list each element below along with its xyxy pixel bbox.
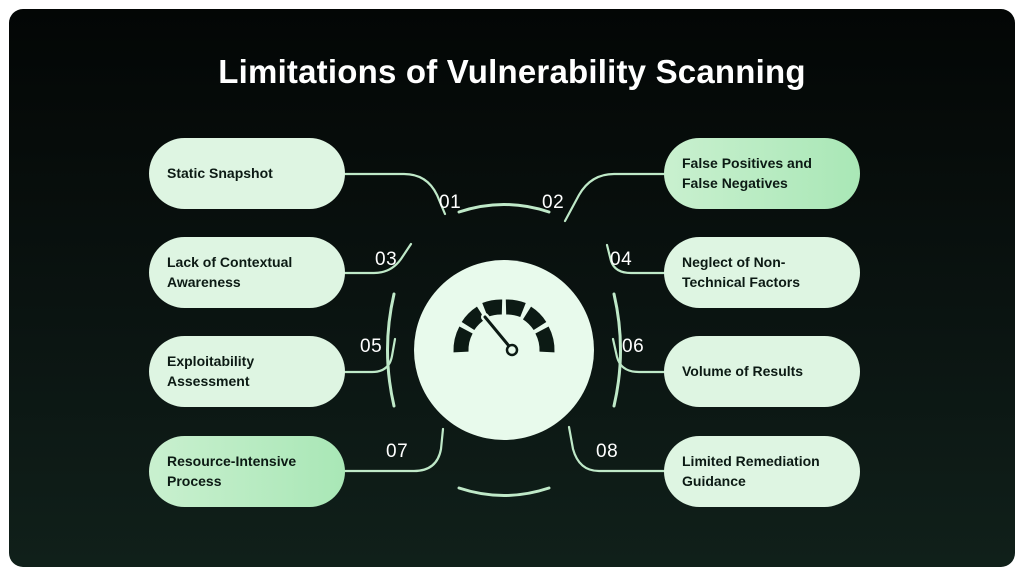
connector-01 xyxy=(343,172,447,216)
connector-lines xyxy=(343,172,666,497)
number-08: 08 xyxy=(596,441,619,462)
card-resource-intensive-process: Resource-Intensive Process xyxy=(149,436,345,507)
card-static-snapshot: Static Snapshot xyxy=(149,138,345,209)
number-02: 02 xyxy=(542,192,565,213)
gauge-ring-arcs xyxy=(386,203,622,497)
number-04: 04 xyxy=(610,249,633,270)
card-label: Lack of Contextual Awareness xyxy=(167,253,293,290)
card-volume-of-results: Volume of Results xyxy=(664,336,860,407)
connector-06 xyxy=(611,337,666,374)
ring-arc-bottom xyxy=(457,486,551,497)
connector-04 xyxy=(605,243,666,275)
card-neglect-non-technical-factors: Neglect of Non- Technical Factors xyxy=(664,237,860,308)
ring-arc-right xyxy=(612,292,622,408)
connector-05 xyxy=(343,337,397,374)
card-label: Static Snapshot xyxy=(167,164,273,181)
card-limited-remediation-guidance: Limited Remediation Guidance xyxy=(664,436,860,507)
card-false-positives-negatives: False Positives and False Negatives xyxy=(664,138,860,209)
connector-02 xyxy=(563,172,666,223)
connector-07 xyxy=(343,427,445,473)
connector-03 xyxy=(343,242,413,275)
number-07: 07 xyxy=(386,441,409,462)
card-exploitability-assessment: Exploitability Assessment xyxy=(149,336,345,407)
card-label: Volume of Results xyxy=(682,362,804,379)
number-01: 01 xyxy=(439,192,462,213)
number-06: 06 xyxy=(622,336,645,357)
card-label: Resource-Intensive Process xyxy=(167,452,297,489)
card-label: Neglect of Non- Technical Factors xyxy=(682,253,801,290)
card-label: Limited Remediation Guidance xyxy=(682,452,820,489)
card-label: Exploitability Assessment xyxy=(167,352,255,389)
ring-arc-left xyxy=(386,292,396,408)
ring-arc-top xyxy=(457,203,551,214)
gauge-circle xyxy=(414,260,594,440)
number-03: 03 xyxy=(375,249,398,270)
speedometer-gauge-icon xyxy=(453,299,555,357)
connector-08 xyxy=(567,425,666,473)
infographic-canvas: Limitations of Vulnerability Scanning xyxy=(9,9,1015,567)
page-title: Limitations of Vulnerability Scanning xyxy=(218,53,806,90)
card-label: False Positives and False Negatives xyxy=(682,154,812,191)
card-lack-of-contextual-awareness: Lack of Contextual Awareness xyxy=(149,237,345,308)
number-05: 05 xyxy=(360,336,383,357)
